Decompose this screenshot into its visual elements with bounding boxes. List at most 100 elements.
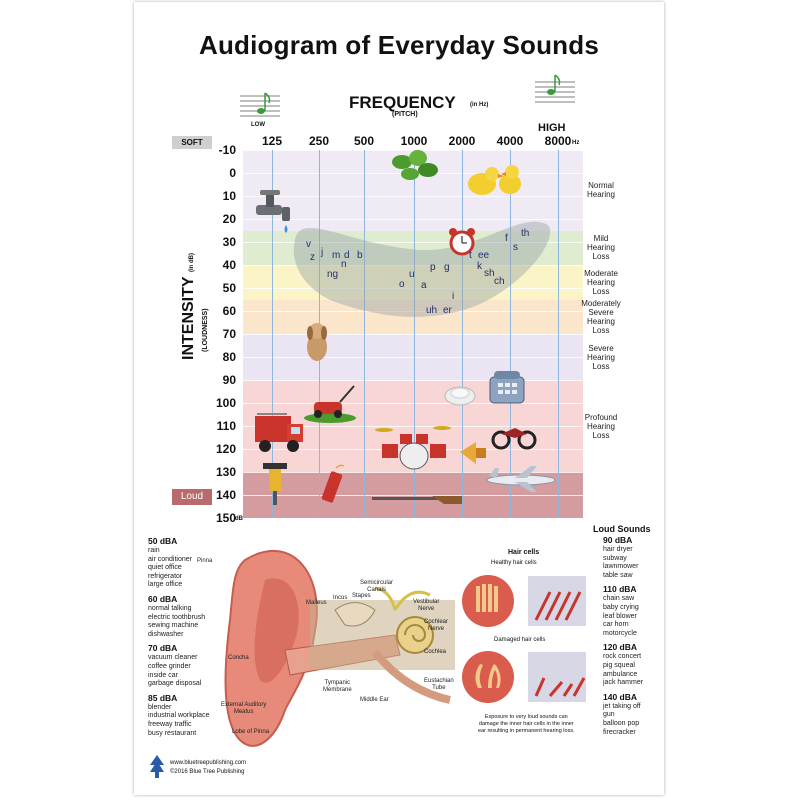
speech-sound-letter: t xyxy=(469,250,472,261)
ear-diagram xyxy=(224,550,455,747)
grid-line-horizontal xyxy=(243,518,583,519)
sound-level-heading: 85 dBA xyxy=(148,692,178,703)
speech-sound-letter: d xyxy=(344,250,350,261)
sound-item: pig squeal xyxy=(603,661,635,669)
zone-band xyxy=(243,230,583,265)
blue-tree-logo xyxy=(150,755,164,778)
sound-item: large office xyxy=(148,581,183,589)
sound-item: hair dryer xyxy=(603,546,633,553)
y-tick-label: 20 xyxy=(222,212,236,226)
grid-line-horizontal xyxy=(243,219,583,220)
y-tick-label: 150 xyxy=(215,511,236,525)
low-label: LOW xyxy=(251,122,265,128)
y-tick-label: 70 xyxy=(222,327,236,341)
rifle-icon xyxy=(372,496,462,504)
sound-item: coffee grinder xyxy=(148,662,191,670)
ear-label-cochlear-nerve: Cochlear Nerve xyxy=(424,619,449,632)
sound-item: refrigerator xyxy=(148,572,183,580)
ear-label-eustachian: Eustachian Tube xyxy=(424,678,454,691)
frequency-sub: (PITCH) xyxy=(392,111,418,118)
horn-icon xyxy=(460,442,486,464)
speech-sound-letter: b xyxy=(357,250,363,261)
sound-item: table saw xyxy=(603,571,633,579)
sound-level-heading: 60 dBA xyxy=(148,593,178,604)
y-tick-label: 30 xyxy=(222,235,236,249)
sound-item: jet taking off xyxy=(603,702,641,710)
grid-line-horizontal xyxy=(243,196,583,197)
speech-sound-letter: p xyxy=(430,262,436,273)
y-tick-label: 130 xyxy=(215,465,236,479)
footer-copyright: ©2016 Blue Tree Publishing xyxy=(170,769,245,775)
sound-item: normal talking xyxy=(148,604,192,612)
sound-item: rain xyxy=(148,547,160,554)
grid-line-horizontal xyxy=(243,380,583,381)
speech-sound-letter: m xyxy=(332,250,341,261)
healthy-hair-cells-label: Healthy hair cells xyxy=(491,560,537,566)
damaged-hair-cells-label: Damaged hair cells xyxy=(494,637,546,643)
sound-item: freeway traffic xyxy=(148,720,192,728)
ear-label-malleus: Malleus xyxy=(306,600,327,606)
ear-label-pinna: Pinna xyxy=(197,558,213,564)
grid-line-horizontal xyxy=(243,472,583,473)
zone-label: Moderately Severe Hearing Loss xyxy=(581,298,621,335)
damaged-hair-cells-image xyxy=(462,651,586,703)
speech-sound-letter: uh xyxy=(426,305,438,316)
footer-url[interactable]: www.bluetreepublishing.com xyxy=(170,760,247,766)
alarm-clock-icon xyxy=(449,228,475,256)
grid-line-vertical xyxy=(462,150,463,518)
faucet-icon xyxy=(256,190,290,233)
y-tick-label: 10 xyxy=(222,189,236,203)
grid-line-vertical xyxy=(414,150,415,518)
y-tick-label: 60 xyxy=(222,304,236,318)
speech-sound-letter: f xyxy=(505,233,508,244)
y-tick-label: 100 xyxy=(215,396,236,410)
sound-item: dishwasher xyxy=(148,630,184,638)
spacer xyxy=(603,737,665,741)
grid-line-horizontal xyxy=(243,288,583,289)
grid-line-horizontal xyxy=(243,242,583,243)
sound-item: balloon pop xyxy=(603,719,640,727)
y-tick-label: 50 xyxy=(222,281,236,295)
speech-sound-letter: s xyxy=(513,242,518,253)
grid-line-horizontal xyxy=(243,403,583,404)
grid-line-horizontal xyxy=(243,150,583,151)
sound-item: busy restaurant xyxy=(148,729,197,737)
sound-level-heading: 120 dBA xyxy=(603,642,638,653)
x-tick-label: 1000 xyxy=(400,134,428,148)
sound-level-heading: 90 dBA xyxy=(603,535,633,545)
zone-label: Moderate Hearing Loss xyxy=(584,268,618,296)
speech-sound-letter: a xyxy=(421,280,427,291)
speech-sound-letter: j xyxy=(321,247,324,258)
zone-band xyxy=(243,265,583,300)
speech-sound-letter: sh xyxy=(484,268,495,279)
fire-truck-icon xyxy=(255,413,303,452)
ear-label-concha: Concha xyxy=(228,655,249,661)
sound-item: garbage disposal xyxy=(148,680,202,688)
zone-label: Severe Hearing Loss xyxy=(586,343,615,371)
speech-sound-letter: er xyxy=(443,305,452,316)
y-tick-label: 0 xyxy=(229,166,236,180)
jackhammer-icon xyxy=(263,463,287,505)
grid-line-vertical xyxy=(558,150,559,518)
sound-item: chain saw xyxy=(603,595,635,603)
sound-level-heading: 50 dBA xyxy=(148,536,178,546)
ear-label-middle-ear: Middle Ear xyxy=(360,697,389,703)
grid-line-horizontal xyxy=(243,426,583,427)
sound-item: gun xyxy=(603,711,615,719)
x-tick-label: 500 xyxy=(353,134,375,148)
speech-sound-letter: ng xyxy=(327,269,339,280)
leaves-icon xyxy=(392,150,438,180)
smoke-detector-icon xyxy=(444,386,476,406)
speech-sound-letter: z xyxy=(310,252,315,263)
high-label: HIGH xyxy=(538,122,566,134)
y-tick-label: 110 xyxy=(216,419,236,433)
grid-line-horizontal xyxy=(243,334,583,335)
sound-item: industrial workplace xyxy=(148,712,210,720)
speech-sound-letter: ch xyxy=(494,276,505,287)
soft-tag: SOFT xyxy=(172,136,212,149)
zone-label: Profound Hearing Loss xyxy=(584,412,618,440)
sound-item: subway xyxy=(603,554,627,562)
sound-item: ambulance xyxy=(603,670,638,678)
